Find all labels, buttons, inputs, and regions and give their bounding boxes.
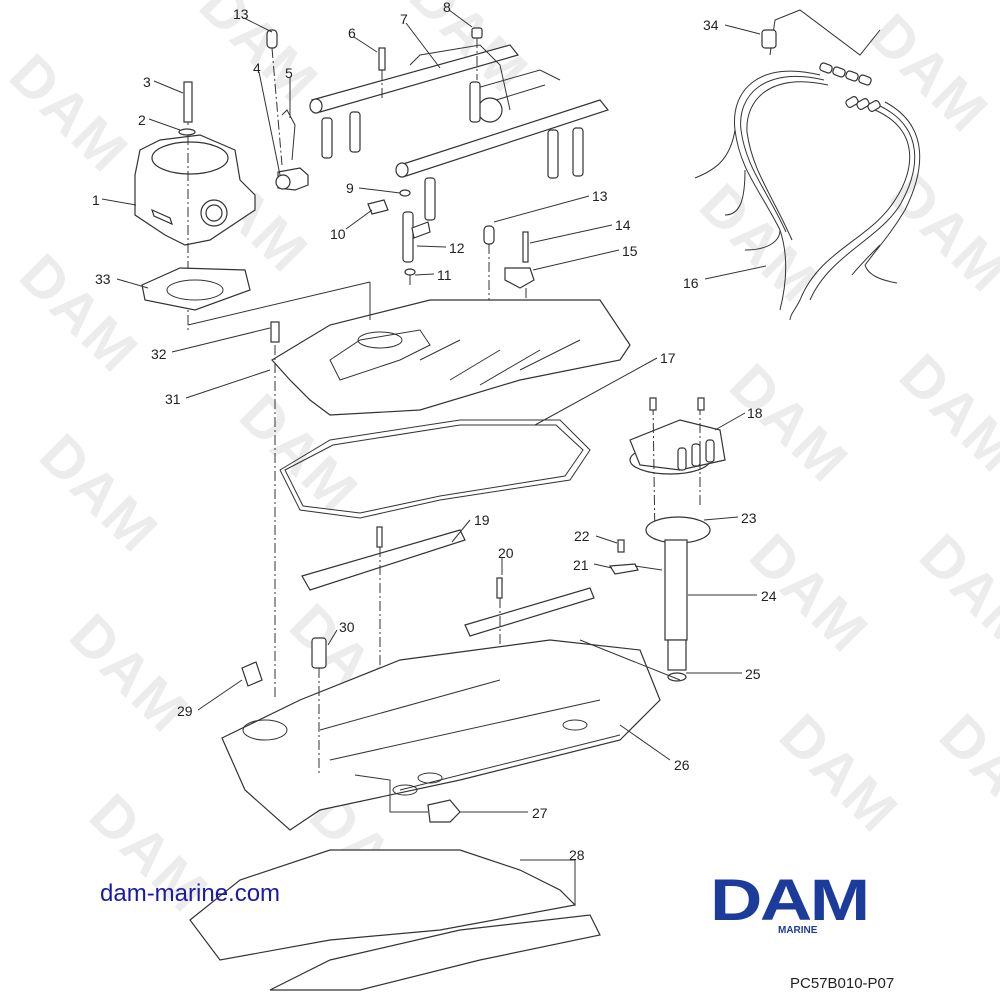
callout-24: 24 (761, 588, 777, 604)
callout-5: 5 (285, 65, 293, 81)
callout-19: 19 (474, 512, 490, 528)
callout-28: 28 (569, 847, 585, 863)
callout-22: 22 (574, 528, 590, 544)
callout-32: 32 (151, 346, 167, 362)
callout-21: 21 (573, 557, 589, 573)
callout-27: 27 (532, 805, 548, 821)
callout-25: 25 (745, 666, 761, 682)
callout-23: 23 (741, 510, 757, 526)
callout-1: 1 (92, 192, 100, 208)
callout-14: 14 (615, 217, 631, 233)
reference-code: PC57B010-P07 (790, 975, 895, 992)
callout-30: 30 (339, 619, 355, 635)
fuel-rail (309, 44, 610, 221)
callout-2: 2 (138, 112, 146, 128)
callout-29: 29 (177, 703, 193, 719)
throttle-body (134, 134, 256, 246)
callout-13b: 13 (592, 188, 608, 204)
callout-11: 11 (437, 267, 452, 283)
callout-12: 12 (449, 240, 465, 256)
callout-6: 6 (348, 25, 356, 41)
callout-13: 13 (233, 6, 249, 22)
callout-20: 20 (498, 545, 514, 561)
callout-9: 9 (346, 180, 354, 196)
upper-intake-manifold (271, 299, 631, 416)
brand-logo: DAM (710, 868, 870, 933)
brand-subtitle: MARINE (778, 925, 818, 936)
callout-33: 33 (95, 271, 111, 287)
ignition-wire-set (694, 9, 921, 321)
callout-26: 26 (674, 757, 690, 773)
website-link[interactable]: dam-marine.com (100, 880, 281, 907)
callout-16: 16 (683, 275, 699, 291)
leader-lines (101, 9, 767, 813)
callout-7: 7 (400, 11, 408, 27)
callout-3: 3 (143, 74, 151, 90)
callout-34: 34 (703, 17, 719, 33)
callout-15: 15 (622, 243, 638, 259)
lower-intake-manifold (221, 639, 661, 831)
callout-8: 8 (443, 0, 451, 15)
callout-18: 18 (747, 405, 763, 421)
callout-10: 10 (330, 226, 346, 242)
distributor-cap (629, 419, 726, 475)
callout-4: 4 (253, 60, 261, 76)
callout-17: 17 (660, 350, 676, 366)
callout-31: 31 (165, 391, 181, 407)
